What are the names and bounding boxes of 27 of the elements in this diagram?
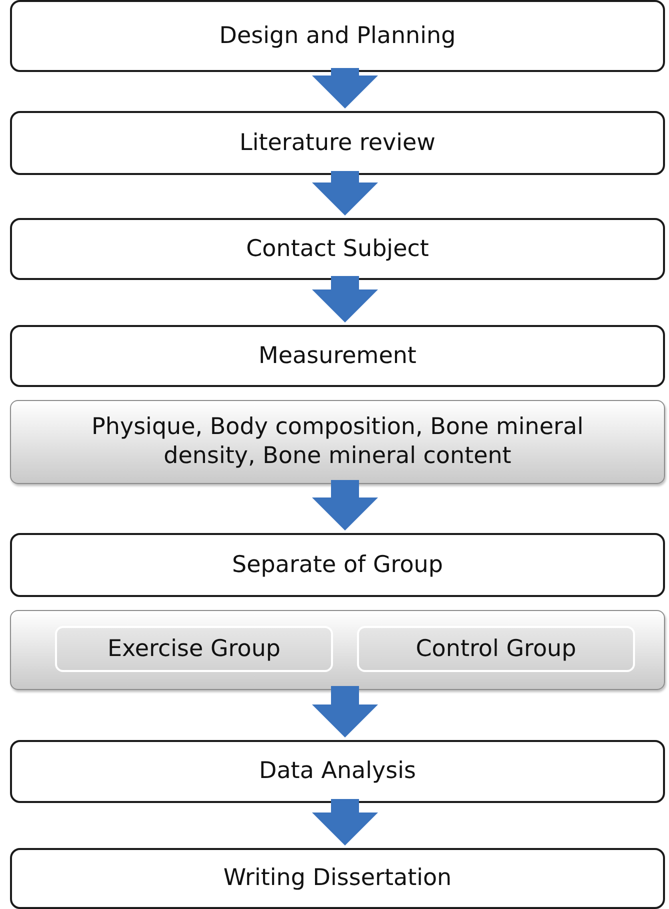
panel-box: [10, 400, 665, 484]
process-box: [10, 0, 665, 72]
block-arrow: [312, 480, 378, 530]
process-box: [10, 111, 665, 175]
step-label: Measurement: [258, 342, 416, 370]
panel-box: [10, 610, 665, 690]
process-box: [10, 218, 665, 280]
block-arrow: [312, 799, 378, 846]
step-label: Physique, Body composition, Bone mineral density, Bone mineral content: [90, 413, 584, 471]
group-box: [357, 626, 635, 672]
process-box: [10, 325, 665, 387]
step-label: Control Group: [416, 634, 576, 664]
step-label: Contact Subject: [246, 234, 429, 264]
step-label: Exercise Group: [107, 634, 281, 664]
step-label: Data Analysis: [259, 757, 416, 786]
block-arrow: [312, 276, 378, 322]
group-box: [55, 626, 333, 672]
process-box: [10, 740, 665, 803]
process-box: [10, 848, 665, 909]
step-label: Writing Dissertation: [223, 864, 452, 893]
step-label: Literature review: [240, 128, 436, 158]
step-label: Separate of Group: [232, 550, 443, 580]
block-arrow: [312, 686, 378, 738]
process-box: [10, 533, 665, 597]
block-arrow: [312, 68, 378, 108]
step-label: Design and Planning: [219, 22, 456, 50]
block-arrow: [312, 171, 378, 216]
